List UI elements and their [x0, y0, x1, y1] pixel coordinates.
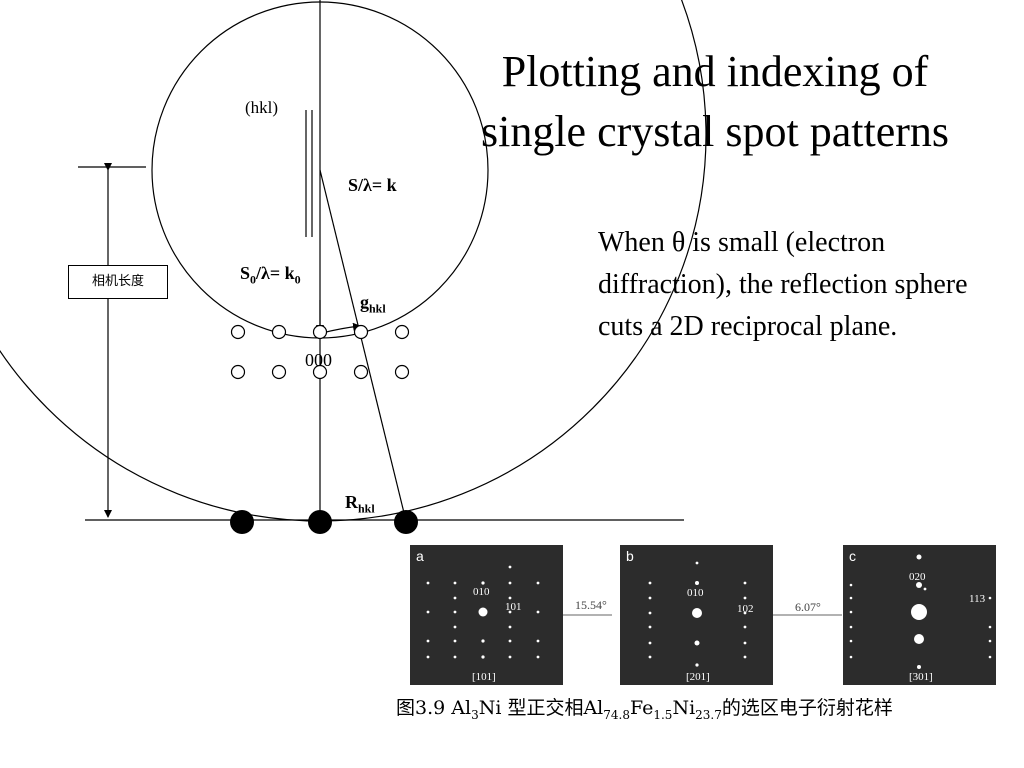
- diffracted-beam: [319, 169, 407, 522]
- caption-sub: 1.5: [653, 707, 673, 722]
- angle-bc-label: 6.07°: [795, 600, 821, 614]
- screen-spot: [394, 510, 418, 534]
- lattice-point: [230, 324, 246, 340]
- g-sub: hkl: [369, 301, 386, 316]
- angle-ab-label: 15.54°: [575, 598, 607, 612]
- spot-label-side: 113: [969, 593, 986, 605]
- spot-pattern-c: [849, 554, 992, 669]
- lattice-point: [394, 364, 410, 380]
- panel-tag: b: [626, 548, 634, 564]
- spot-pattern-a: [426, 565, 540, 659]
- s0-sub: 0: [250, 272, 257, 287]
- caption-part: Ni: [672, 697, 696, 719]
- title-line-2: single crystal spot patterns: [480, 107, 949, 156]
- pattern-panel-c: c 020 113 [301]: [843, 545, 996, 685]
- lattice-point: [394, 324, 410, 340]
- spot-label-upper: 010: [687, 587, 704, 599]
- s0-main: S: [240, 263, 251, 283]
- panel-tag: c: [849, 548, 856, 564]
- lattice-point: [353, 364, 369, 380]
- body-text: When θ is small (electron diffraction), …: [598, 227, 968, 342]
- lattice-point: [230, 364, 246, 380]
- screen-spot-origin: [308, 510, 332, 534]
- r-sub: hkl: [358, 501, 375, 516]
- figure-caption: 图3.9 Al3Ni 型正交相Al74.8Fe1.5Ni23.7的选区电子衍射花…: [396, 693, 1016, 722]
- g-vector-label: ghkl: [360, 292, 386, 317]
- s0-rest: /λ= k: [256, 263, 295, 283]
- r-vector-label: Rhkl: [345, 492, 375, 517]
- spot-label-upper: 010: [473, 586, 490, 598]
- caption-sub: 3: [471, 707, 479, 722]
- panel-tag: a: [416, 548, 424, 564]
- spot-label-side: 101: [505, 601, 522, 613]
- title-line-1: Plotting and indexing of: [501, 47, 929, 96]
- reciprocal-lattice-points: [230, 324, 410, 380]
- caption-part: 的选区电子衍射花样: [721, 697, 893, 719]
- screen-spot: [230, 510, 254, 534]
- caption-sub: 23.7: [695, 707, 722, 722]
- s0-sub2: 0: [294, 272, 301, 287]
- caption-part: Fe: [629, 697, 654, 719]
- caption-part: 图3.9 Al: [396, 697, 472, 719]
- zone-axis-label: [301]: [909, 671, 933, 683]
- slide-title: Plotting and indexing of single crystal …: [430, 42, 1000, 162]
- caption-sub: 74.8: [603, 707, 630, 722]
- s0-vector-label: S0/λ= k0: [240, 263, 301, 288]
- lattice-point: [353, 324, 369, 340]
- pattern-panel-b: b 010 102 [201]: [620, 545, 773, 685]
- hkl-plane-label: (hkl): [245, 98, 279, 117]
- lattice-point: [271, 364, 287, 380]
- pattern-panel-a: a 010 101 [101]: [410, 545, 563, 685]
- camera-length-label: 相机长度: [68, 265, 168, 299]
- zone-axis-label: [201]: [686, 671, 710, 683]
- spot-label-upper: 020: [909, 571, 926, 583]
- spot-pattern-b: [648, 561, 747, 667]
- zone-axis-label: [101]: [472, 671, 496, 683]
- origin-label: 000: [305, 350, 332, 370]
- g-main: g: [360, 292, 369, 312]
- s-vector-label: S/λ= k: [348, 175, 397, 195]
- spot-label-side: 102: [737, 603, 754, 615]
- lattice-point: [312, 324, 328, 340]
- lattice-point: [271, 324, 287, 340]
- r-main: R: [345, 492, 358, 512]
- lattice-point: [312, 364, 328, 380]
- caption-part: Ni 型正交相Al: [478, 697, 604, 719]
